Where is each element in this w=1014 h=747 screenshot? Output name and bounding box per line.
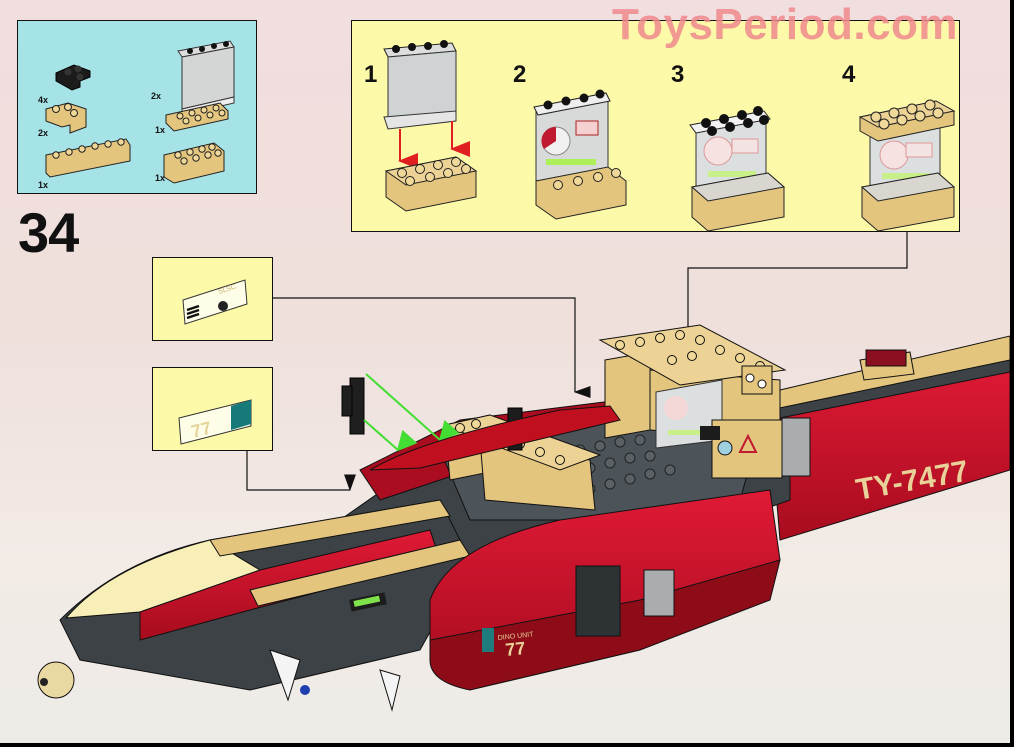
qty-label: 2x — [38, 128, 49, 138]
tan-brick-1x6-icon — [45, 138, 131, 178]
substep-number-1: 1 — [364, 61, 378, 88]
leader-line-substep — [686, 232, 908, 346]
step-number: 34 — [18, 201, 79, 264]
substep-callout-panel: 1 2 3 4 — [351, 20, 960, 232]
qty-label: 1x — [155, 125, 166, 135]
qty-label: 1x — [38, 180, 49, 190]
sticker-vent-panel-icon: SLSC — [182, 279, 248, 325]
qty-label: 1x — [155, 173, 166, 183]
parts-illustrations — [45, 40, 235, 184]
tan-brick-2x4-icon — [163, 142, 225, 184]
substep-number-3: 3 — [671, 61, 685, 88]
sticker-number: 77 — [189, 418, 213, 442]
leader-line-decal-1 — [273, 297, 591, 398]
substep-number-2: 2 — [513, 61, 527, 88]
decal-callout-2: 77 — [152, 367, 273, 451]
placement-arrow — [363, 419, 418, 452]
placement-arrow — [365, 373, 460, 442]
qty-label: 4x — [38, 95, 49, 105]
qty-label: 2x — [151, 91, 162, 101]
parts-list-panel: 4x 2x 2x 1x 1x 1x — [17, 20, 257, 194]
substep-1-illustration — [383, 40, 478, 212]
substep-number-4: 4 — [842, 61, 856, 88]
leader-line-decal-2 — [246, 451, 356, 492]
substep-4-illustration — [858, 99, 956, 232]
tan-plate-icon — [165, 102, 229, 132]
substep-3-illustration — [689, 106, 786, 232]
substep-illustrations — [383, 40, 956, 232]
sticker-dino-unit-icon: 77 — [178, 399, 252, 445]
black-corner-plate-icon — [55, 64, 91, 91]
hull-marking-dino-unit: DINO UNIT — [497, 631, 534, 642]
tan-corner-brick-icon — [45, 102, 87, 134]
hull-marking-77: 77 — [504, 638, 526, 660]
watermark: ToysPeriod.com — [612, 0, 959, 49]
decal-callout-1: SLSC — [152, 257, 273, 341]
substep-2-illustration — [533, 89, 627, 220]
